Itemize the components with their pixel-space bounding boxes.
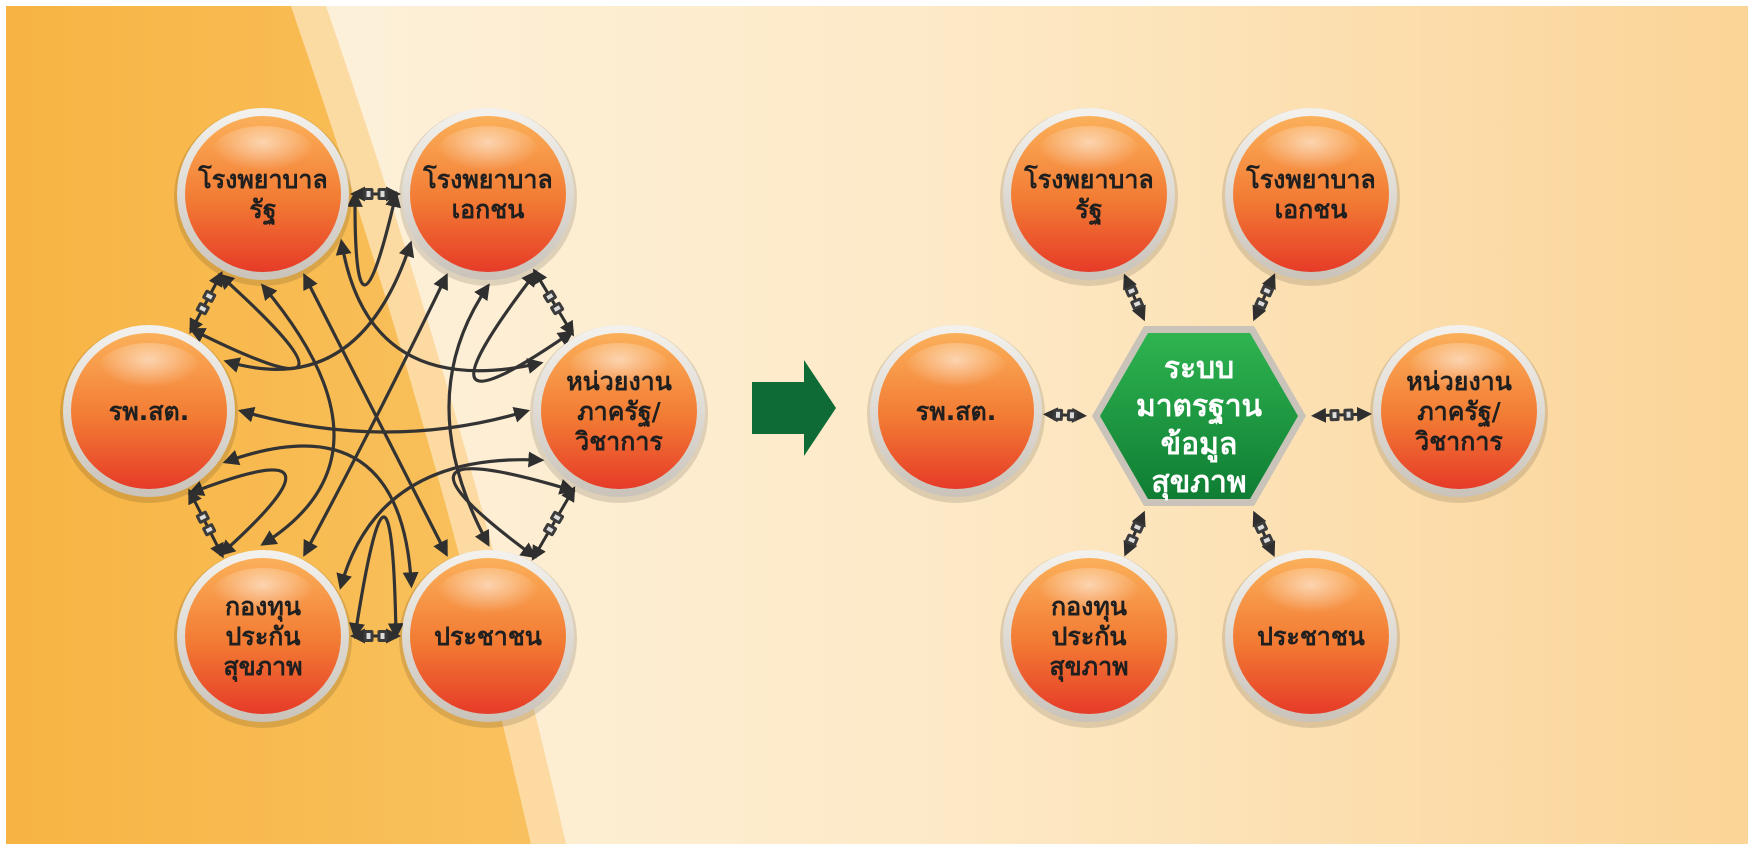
- spoke-gov-hospital: [1123, 273, 1146, 322]
- left-node-public-label-1: ประชาชน: [434, 622, 542, 651]
- transition-arrow: [752, 360, 836, 456]
- spoke-public: [1252, 510, 1276, 557]
- right-node-gov-hospital-label-1: โรงพยาบาล: [1023, 164, 1153, 194]
- left-node-insurance-fund-label-2: ประกัน: [226, 622, 301, 651]
- left-node-health-center: รพ.สต.: [60, 325, 238, 503]
- spoke-agency: [1310, 406, 1373, 423]
- left-node-insurance-fund-label-3: สุขภาพ: [223, 652, 302, 683]
- tangled-link: [237, 406, 531, 434]
- connector-layer: [188, 186, 1373, 644]
- left-node-health-center-label-1: รพ.สต.: [109, 397, 189, 426]
- connector-fund-public: [350, 628, 401, 644]
- left-node-agency-label-3: วิชาการ: [574, 427, 663, 456]
- left-tangled-connections: [187, 190, 576, 640]
- left-node-gov-hospital-label-1: โรงพยาบาล: [197, 164, 327, 194]
- right-node-agency-label-2: ภาครัฐ/: [1417, 397, 1501, 428]
- tangled-link: [336, 451, 545, 590]
- left-node-private-hospital-label-2: เอกชน: [452, 195, 525, 224]
- tangled-link: [451, 467, 576, 559]
- right-node-agency-label-3: วิชาการ: [1414, 427, 1503, 456]
- right-node-insurance-fund-label-1: กองทุน: [1051, 592, 1127, 623]
- right-node-health-center: รพ.สต.: [867, 325, 1045, 503]
- right-node-private-hospital-label-1: โรงพยาบาล: [1245, 164, 1375, 194]
- right-node-agency-label-1: หน่วยงาน: [1406, 367, 1512, 396]
- right-node-gov-hospital-label-2: รัฐ: [1075, 195, 1102, 226]
- hub-label-line-3: ข้อมูล: [1161, 427, 1238, 463]
- spoke-private-hospital: [1252, 273, 1276, 322]
- right-node-private-hospital-label-2: เอกชน: [1275, 195, 1348, 224]
- spoke-health-center: [1042, 407, 1088, 423]
- tangled-link: [349, 515, 404, 640]
- left-node-insurance-fund-label-1: กองทุน: [225, 592, 301, 623]
- right-node-public-label-1: ประชาชน: [1257, 622, 1365, 651]
- right-node-health-center-label-1: รพ.สต.: [916, 397, 996, 426]
- nodes-layer: โรงพยาบาลรัฐโรงพยาบาลเอกชนรพ.สต.หน่วยงาน…: [60, 108, 1548, 728]
- connector-healthcenter-fund: [188, 488, 224, 559]
- hub-label-line-1: ระบบ: [1164, 351, 1234, 386]
- left-node-agency-label-1: หน่วยงาน: [566, 367, 672, 396]
- connector-private-agency: [532, 268, 575, 337]
- spoke-insurance-fund: [1123, 510, 1146, 557]
- hub-label-line-2: มาตรฐาน: [1136, 389, 1263, 426]
- connector-agency-public: [531, 486, 576, 561]
- right-node-insurance-fund-label-2: ประกัน: [1052, 622, 1127, 651]
- right-node-public: ประชาชน: [1222, 550, 1400, 728]
- left-node-private-hospital-label-1: โรงพยาบาล: [422, 164, 552, 194]
- hub-label-line-4: สุขภาพ: [1151, 465, 1246, 501]
- standard-data-hub: ระบบ มาตรฐาน ข้อมูล สุขภาพ: [1092, 326, 1306, 506]
- left-node-public: ประชาชน: [399, 550, 577, 728]
- right-node-insurance-fund-label-3: สุขภาพ: [1049, 652, 1128, 683]
- connector-gov-private: [350, 186, 401, 202]
- connector-gov-healthcenter: [189, 271, 223, 334]
- hub-hexagon: [1100, 333, 1298, 499]
- diagram-panel: โรงพยาบาลรัฐโรงพยาบาลเอกชนรพ.สต.หน่วยงาน…: [6, 6, 1748, 844]
- left-node-gov-hospital-label-2: รัฐ: [249, 195, 276, 226]
- left-node-agency-label-2: ภาครัฐ/: [577, 397, 661, 428]
